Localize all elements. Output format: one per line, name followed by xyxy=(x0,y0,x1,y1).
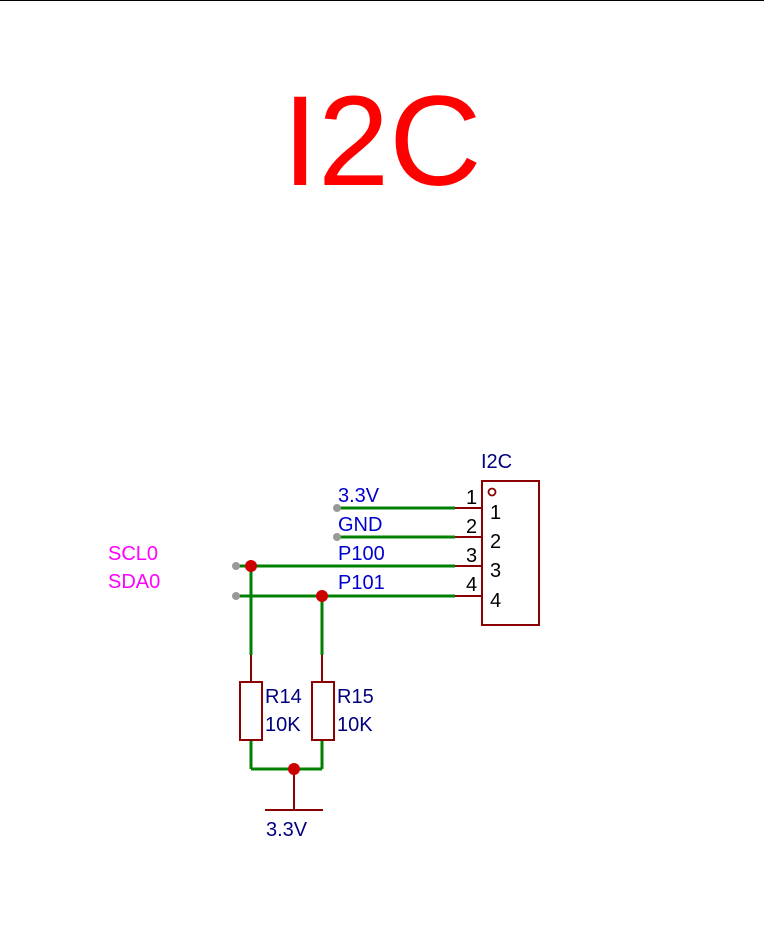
wire-end-dots xyxy=(232,504,341,600)
junction-sda-r15 xyxy=(316,590,328,602)
power-symbol: 3.3V xyxy=(265,769,323,841)
connector-body xyxy=(481,480,540,626)
resistor-r15-value: 10K xyxy=(337,714,373,736)
wires xyxy=(238,506,455,771)
pin-inner-3: 3 xyxy=(490,560,501,582)
net-label-p100: P100 xyxy=(338,543,385,565)
pin-number-3: 3 xyxy=(466,545,477,567)
top-rule xyxy=(0,0,764,1)
resistor-r15: R15 10K xyxy=(311,655,374,741)
connector-designator: I2C xyxy=(481,451,512,473)
resistor-r14: R14 10K xyxy=(239,655,302,741)
page-title: I2C xyxy=(282,70,482,213)
pin-number-2: 2 xyxy=(466,516,477,538)
net-label-p101: P101 xyxy=(338,572,385,594)
resistor-r15-body xyxy=(311,681,335,741)
net-label-gnd: GND xyxy=(338,514,382,536)
wire-end-dot-scl xyxy=(232,562,240,570)
connector: I2C 1 2 3 4 1 2 3 4 xyxy=(455,451,540,626)
power-label: 3.3V xyxy=(266,819,308,841)
resistor-r14-body xyxy=(239,681,263,741)
pin-inner-1: 1 xyxy=(490,502,501,524)
junction-scl-r14 xyxy=(245,560,257,572)
resistor-r15-designator: R15 xyxy=(337,686,374,708)
pin-number-1: 1 xyxy=(466,487,477,509)
resistor-r14-designator: R14 xyxy=(265,686,302,708)
net-label-3v3: 3.3V xyxy=(338,485,380,507)
wire-end-dot-gnd xyxy=(333,533,341,541)
pin1-marker-icon xyxy=(487,487,497,497)
port-label-sda: SDA0 xyxy=(108,571,160,593)
junction-bottom xyxy=(288,763,300,775)
net-labels: 3.3V GND P100 P101 xyxy=(338,485,385,594)
wire-end-dot-sda xyxy=(232,592,240,600)
pin-inner-2: 2 xyxy=(490,531,501,553)
port-labels: SCL0 SDA0 xyxy=(108,543,160,593)
resistor-r14-value: 10K xyxy=(265,714,301,736)
wire-end-dot-3v3 xyxy=(333,504,341,512)
pin-inner-4: 4 xyxy=(490,590,501,612)
pin-number-4: 4 xyxy=(466,574,477,596)
junctions xyxy=(245,560,328,775)
port-label-scl: SCL0 xyxy=(108,543,158,565)
